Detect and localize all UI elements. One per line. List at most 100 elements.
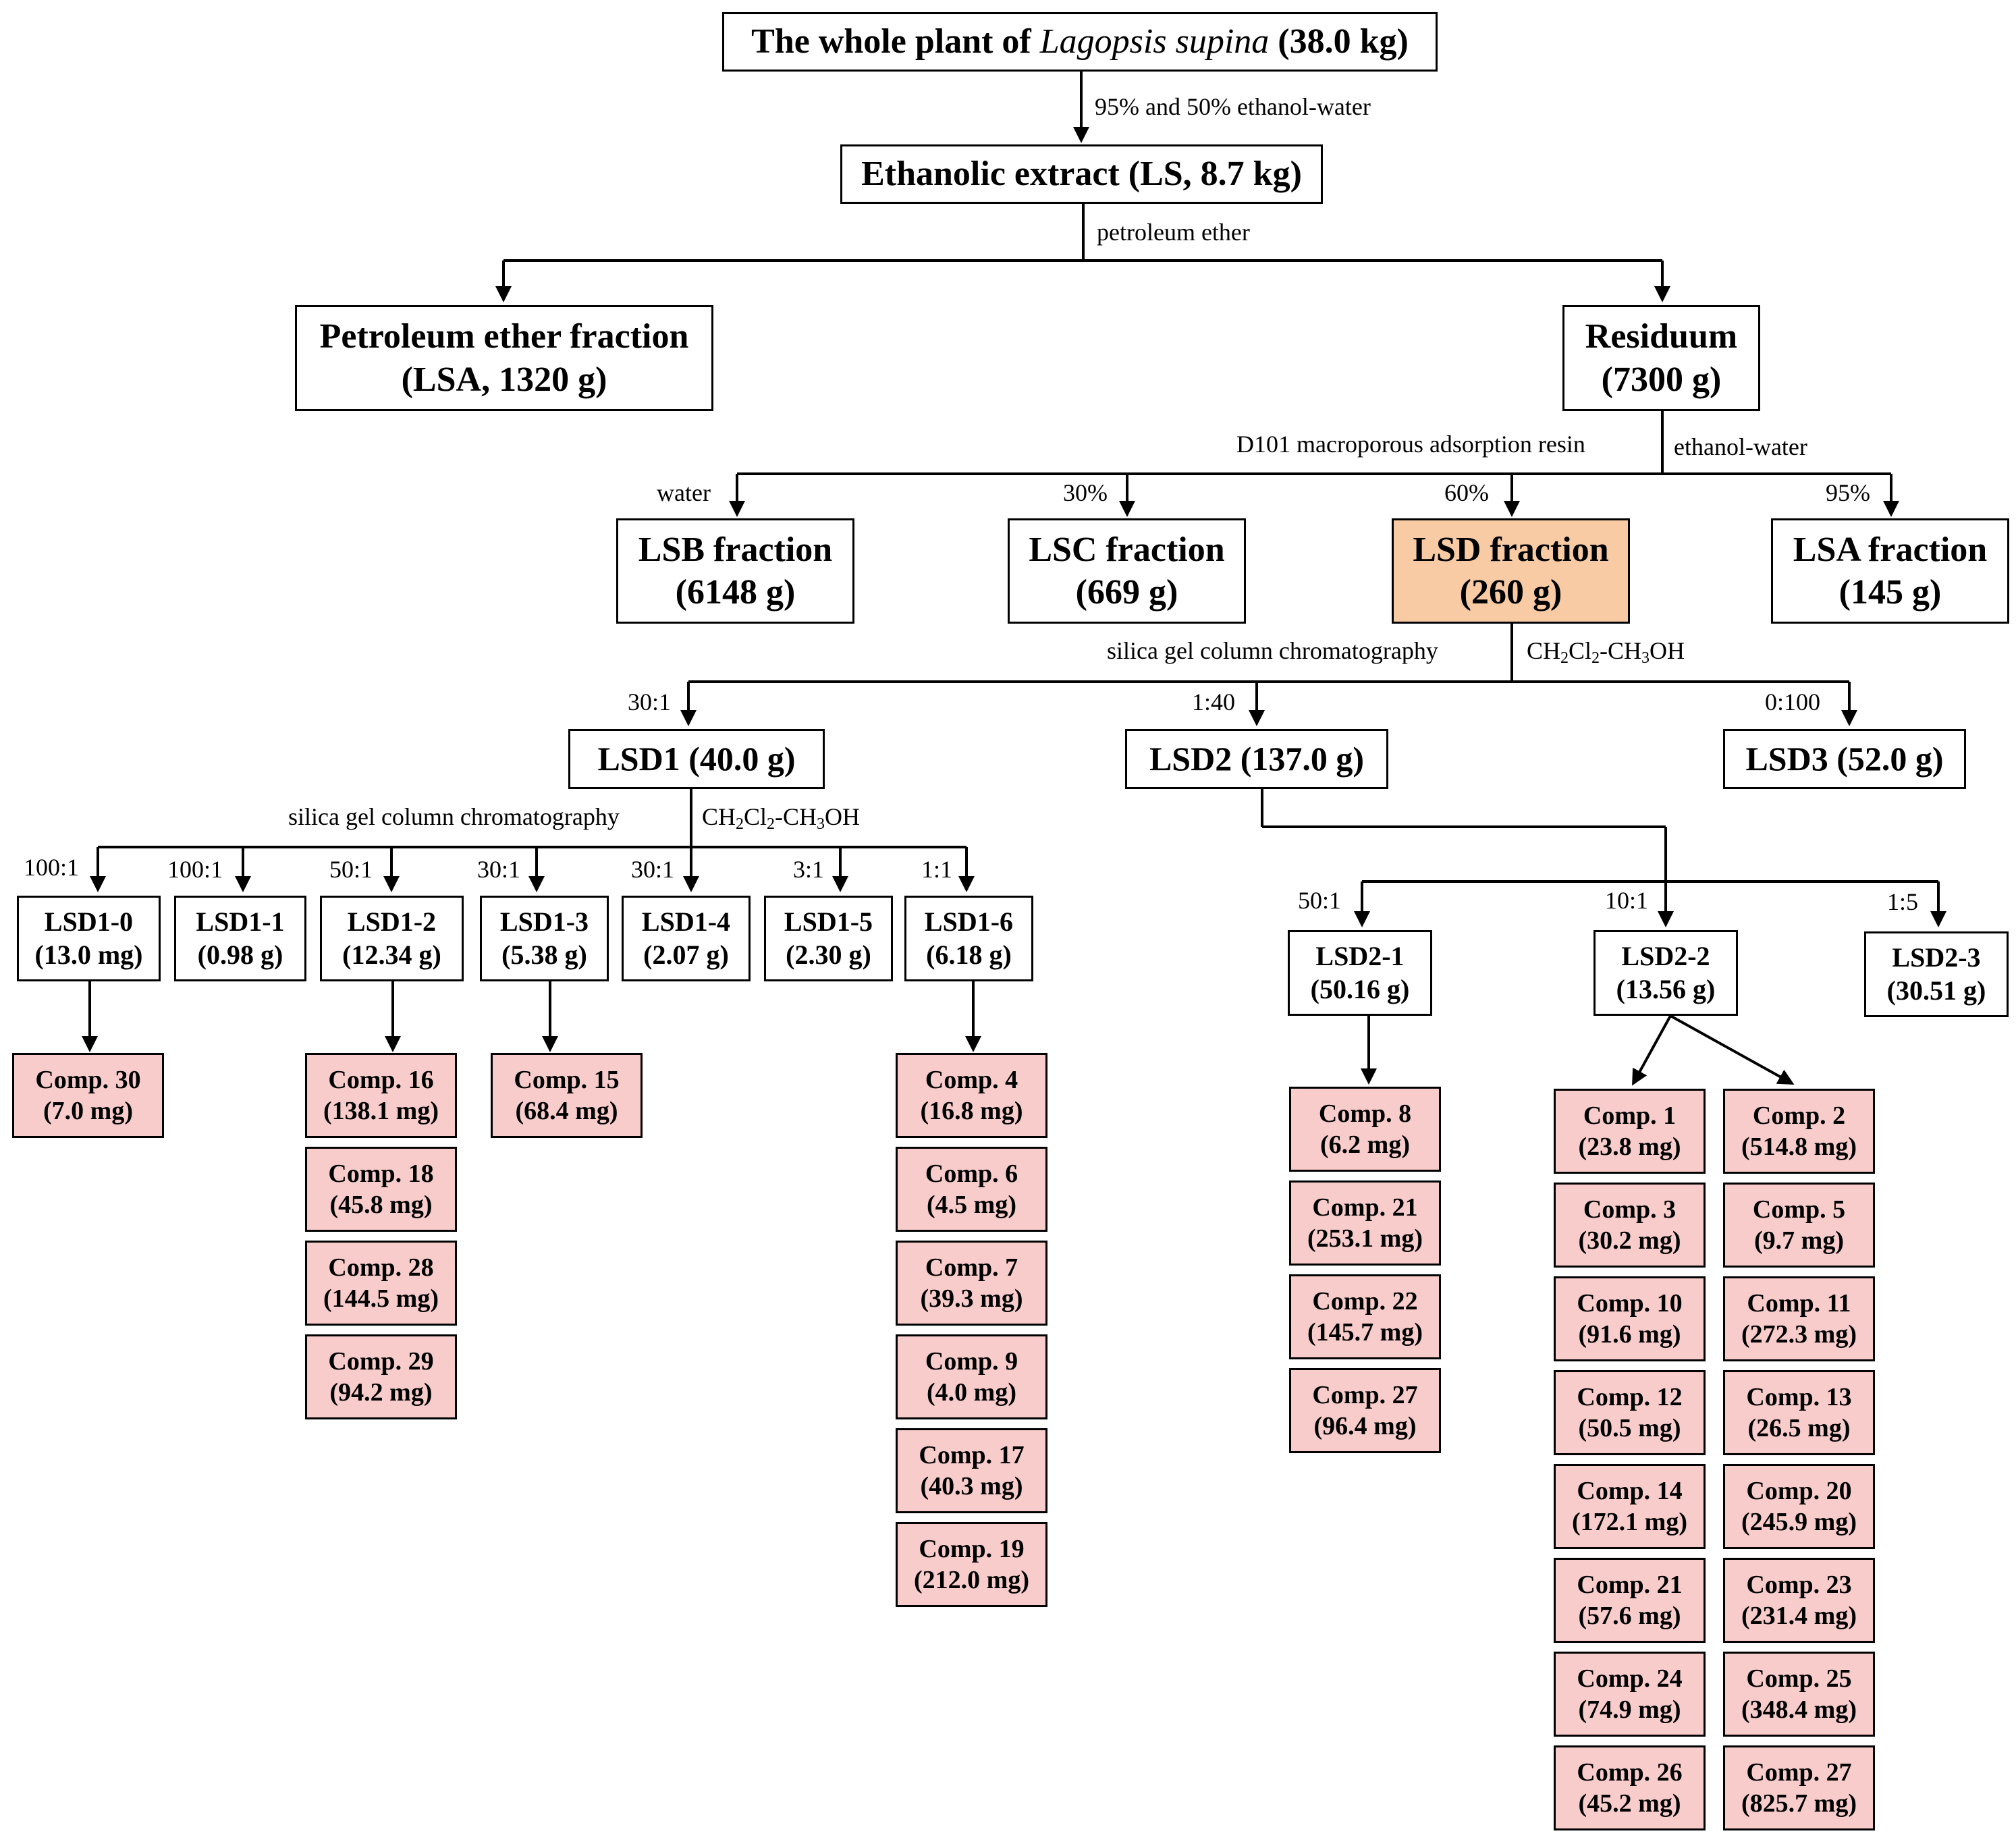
compound-mass: (514.8 mg) bbox=[1741, 1133, 1857, 1161]
compound-mass: (40.3 mg) bbox=[920, 1472, 1023, 1500]
pe-fraction-line1: Petroleum ether fraction bbox=[319, 317, 689, 356]
compound-box: Comp. 25(348.4 mg) bbox=[1723, 1652, 1875, 1737]
lsd2-3-line1: LSD2-3 bbox=[1892, 942, 1981, 973]
extract-label: Ethanolic extract (LS, 8.7 kg) bbox=[861, 155, 1302, 194]
compound-name: Comp. 16 bbox=[328, 1065, 434, 1094]
compound-mass: (348.4 mg) bbox=[1741, 1695, 1857, 1724]
residuum-line2: (7300 g) bbox=[1601, 360, 1722, 399]
compound-box: Comp. 17(40.3 mg) bbox=[896, 1428, 1047, 1513]
lsd1-6-box: LSD1-6 (6.18 g) bbox=[904, 896, 1033, 981]
compound-mass: (825.7 mg) bbox=[1741, 1789, 1857, 1818]
compound-mass: (57.6 mg) bbox=[1578, 1602, 1681, 1630]
lsb-line2: (6148 g) bbox=[675, 573, 796, 612]
lsd2-label: LSD2 (137.0 g) bbox=[1149, 740, 1365, 778]
lsd1-0-line1: LSD1-0 bbox=[44, 906, 134, 937]
root-title-pre: The whole plant of bbox=[751, 22, 1040, 61]
compound-box: Comp. 11(272.3 mg) bbox=[1723, 1276, 1875, 1361]
ratio-label-lsd2-1: 50:1 bbox=[1298, 887, 1342, 914]
lsd1-1-box: LSD1-1 (0.98 g) bbox=[174, 896, 306, 981]
ratio-label-lsd1-1: 100:1 bbox=[167, 856, 223, 883]
compound-box: Comp. 7(39.3 mg) bbox=[896, 1241, 1047, 1326]
compound-name: Comp. 11 bbox=[1747, 1288, 1851, 1318]
compound-name: Comp. 9 bbox=[925, 1347, 1018, 1376]
lsc-line1: LSC fraction bbox=[1029, 530, 1225, 569]
compound-name: Comp. 23 bbox=[1746, 1570, 1852, 1599]
compound-box: Comp. 4 (16.8 mg) bbox=[896, 1053, 1047, 1138]
compound-mass: (4.5 mg) bbox=[927, 1191, 1016, 1219]
compound-box: Comp. 8(6.2 mg) bbox=[1289, 1087, 1441, 1172]
compound-name: Comp. 20 bbox=[1746, 1476, 1852, 1505]
compound-name: Comp. 13 bbox=[1746, 1382, 1852, 1411]
compound-mass: (74.9 mg) bbox=[1578, 1695, 1681, 1724]
compound-mass: (138.1 mg) bbox=[323, 1097, 439, 1125]
solvent-label-2: CH2Cl2-CH3OH bbox=[702, 803, 861, 833]
compound-name: Comp. 19 bbox=[919, 1534, 1025, 1563]
solvent-label-1: CH2Cl2-CH3OH bbox=[1527, 637, 1685, 667]
ratio-label-lsd2-2: 10:1 bbox=[1605, 887, 1649, 914]
compound-box: Comp. 27 (96.4 mg) bbox=[1289, 1368, 1441, 1453]
compound-name: Comp. 10 bbox=[1577, 1288, 1683, 1318]
compound-box: Comp. 21 (57.6 mg) bbox=[1554, 1558, 1706, 1643]
compound-name: Comp. 6 bbox=[925, 1159, 1018, 1188]
compound-box: Comp. 9(4.0 mg) bbox=[896, 1334, 1047, 1419]
lsd2-3-line2: (30.51 g) bbox=[1886, 975, 1986, 1006]
compound-mass: (16.8 mg) bbox=[920, 1097, 1023, 1125]
step-label-resin: D101 macroporous adsorption resin bbox=[1236, 431, 1585, 458]
compound-mass: (45.8 mg) bbox=[329, 1191, 433, 1219]
compound-mass: (39.3 mg) bbox=[920, 1284, 1023, 1313]
compound-name: Comp. 27 bbox=[1746, 1758, 1852, 1787]
step-label-ethanol-water-short: ethanol-water bbox=[1674, 433, 1807, 460]
compound-mass: (50.5 mg) bbox=[1578, 1414, 1681, 1442]
compound-name: Comp. 21 bbox=[1577, 1570, 1683, 1599]
lsd1-2-box: LSD1-2 (12.34 g) bbox=[320, 896, 464, 981]
compound-box: Comp. 12(50.5 mg) bbox=[1554, 1370, 1706, 1455]
compound-name: Comp. 29 bbox=[328, 1347, 434, 1376]
lsd2-2-line2: (13.56 g) bbox=[1616, 973, 1716, 1004]
compound-box: Comp. 24(74.9 mg) bbox=[1554, 1652, 1706, 1737]
lsd1-2-line2: (12.34 g) bbox=[342, 939, 441, 970]
compound-mass: (172.1 mg) bbox=[1572, 1508, 1687, 1536]
ratio-label-lsd1-4: 30:1 bbox=[631, 856, 675, 883]
compound-box: Comp. 21(253.1 mg) bbox=[1289, 1180, 1441, 1266]
lsd1-6-line2: (6.18 g) bbox=[926, 939, 1012, 970]
compound-box: Comp. 2(514.8 mg) bbox=[1723, 1089, 1875, 1174]
compound-mass: (272.3 mg) bbox=[1741, 1320, 1857, 1349]
compound-mass: (9.7 mg) bbox=[1754, 1226, 1844, 1255]
compound-box: Comp. 28(144.5 mg) bbox=[305, 1241, 457, 1326]
residuum-line1: Residuum bbox=[1585, 317, 1738, 356]
lsd1-4-box: LSD1-4 (2.07 g) bbox=[622, 896, 751, 981]
pe-fraction-line2: (LSA, 1320 g) bbox=[401, 360, 607, 399]
compound-mass: (30.2 mg) bbox=[1578, 1226, 1681, 1255]
connector bbox=[1632, 1015, 1672, 1086]
compound-name: Comp. 30 bbox=[35, 1065, 141, 1094]
lsa-line2: (145 g) bbox=[1838, 573, 1942, 612]
compound-mass: (91.6 mg) bbox=[1578, 1320, 1681, 1349]
compound-mass: (23.8 mg) bbox=[1578, 1133, 1681, 1161]
ratio-label-95pct: 95% bbox=[1826, 479, 1870, 506]
lsd1-0-box: LSD1-0 (13.0 mg) bbox=[17, 896, 161, 981]
lsb-line1: LSB fraction bbox=[638, 530, 833, 569]
lsd3-box: LSD3 (52.0 g) bbox=[1723, 729, 1966, 789]
lsa-fraction-box: LSA fraction (145 g) bbox=[1771, 518, 2009, 624]
lsd1-3-line2: (5.38 g) bbox=[501, 939, 587, 970]
step-label-silica-2: silica gel column chromatography bbox=[288, 803, 620, 830]
ratio-label-water: water bbox=[657, 479, 711, 506]
compound-box: Comp. 5(9.7 mg) bbox=[1723, 1183, 1875, 1268]
lsd2-3-box: LSD2-3 (30.51 g) bbox=[1864, 931, 2009, 1017]
compound-box: Comp. 14(172.1 mg) bbox=[1554, 1464, 1706, 1549]
ratio-label-lsd2-3: 1:5 bbox=[1887, 888, 1919, 915]
lsa-line1: LSA fraction bbox=[1793, 530, 1988, 569]
compound-name: Comp. 27 bbox=[1312, 1380, 1418, 1409]
compound-name: Comp. 4 bbox=[925, 1065, 1018, 1094]
compound-mass: (96.4 mg) bbox=[1313, 1412, 1417, 1440]
lsb-fraction-box: LSB fraction (6148 g) bbox=[616, 518, 854, 624]
step-label-petroleum-ether: petroleum ether bbox=[1097, 219, 1250, 246]
compound-box: Comp. 15(68.4 mg) bbox=[491, 1053, 643, 1138]
compound-box: Comp. 23(231.4 mg) bbox=[1723, 1558, 1875, 1643]
lsd-line1: LSD fraction bbox=[1413, 530, 1609, 569]
compound-box: Comp. 26(45.2 mg) bbox=[1554, 1745, 1706, 1830]
ratio-label-60pct: 60% bbox=[1444, 479, 1489, 506]
lsd2-1-line2: (50.16 g) bbox=[1310, 973, 1410, 1004]
compound-name: Comp. 5 bbox=[1752, 1195, 1846, 1224]
